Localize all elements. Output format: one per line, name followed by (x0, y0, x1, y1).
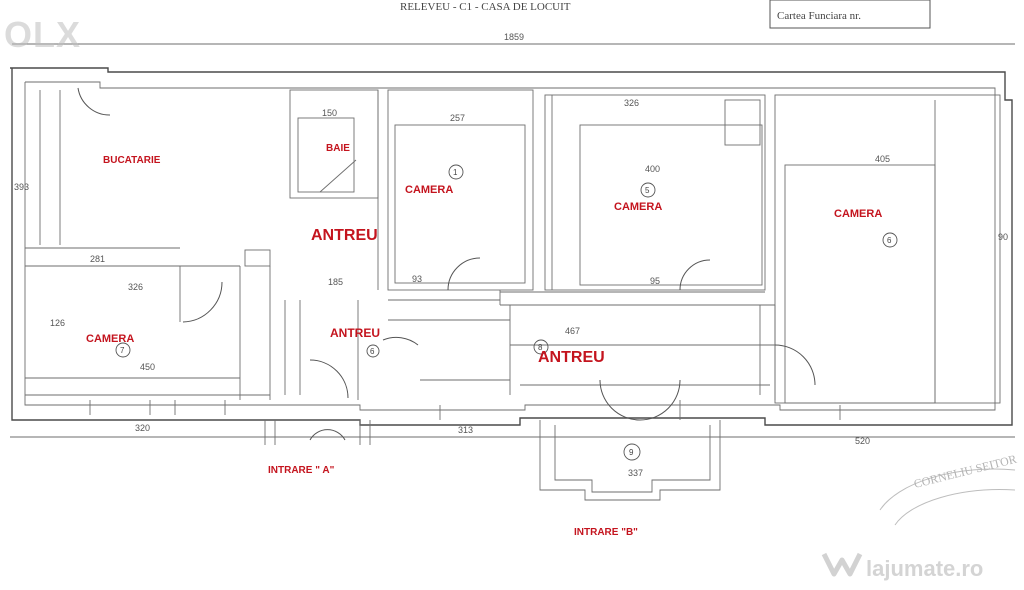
room-number-1: 1 (453, 168, 458, 177)
room-number-8: 8 (538, 343, 543, 352)
overall-dimension: 1859 (504, 32, 524, 42)
lajumate-logo-icon (821, 552, 863, 577)
room-label-camera-3: CAMERA (834, 208, 882, 220)
dim-room4-left: 126 (50, 318, 65, 328)
dim-room2-top: 326 (624, 98, 639, 108)
entrance-a-label: INTRARE " A" (268, 465, 335, 476)
room-marker-6 (882, 232, 898, 248)
plan-title: RELEVEU - C1 - CASA DE LOCUIT (400, 1, 571, 13)
dim-kitchen-bottom: 281 (90, 254, 105, 264)
dim-bottom-mid: 313 (458, 425, 473, 435)
door-swings (77, 87, 816, 441)
cadastre-box (769, 0, 931, 29)
dim-camera4-width: 450 (140, 362, 155, 372)
room-marker-hall-small (366, 344, 380, 358)
room-label-antreu-main: ANTREU (311, 227, 378, 244)
dim-bottom-right: 520 (855, 436, 870, 446)
room-label-antreu-center: ANTREU (538, 349, 605, 366)
room-number-markers: 1 5 6 7 8 6 9 (115, 164, 898, 461)
dim-kitchen-left: 393 (14, 182, 29, 192)
room-number-9: 9 (629, 448, 634, 457)
room-number-7: 7 (120, 346, 125, 355)
lajumate-watermark: lajumate.ro (866, 556, 984, 581)
dim-antreu-center: 467 (565, 326, 580, 336)
dim-room4-top: 326 (128, 282, 143, 292)
room-marker-5 (640, 182, 656, 198)
room-label-camera-2: CAMERA (614, 201, 662, 213)
cadastre-label: Cartea Funciara nr. (777, 10, 861, 22)
dim-room3-width: 405 (875, 154, 890, 164)
dim-right-side: 90 (998, 232, 1008, 242)
room-marker-1 (448, 164, 464, 180)
dim-antreu-left: 185 (328, 277, 343, 287)
room-label-camera-1: CAMERA (405, 184, 453, 196)
outer-walls (10, 67, 1013, 426)
room-number-hall-small: 6 (370, 347, 375, 356)
dim-entrance-b: 337 (628, 468, 643, 478)
surveyor-stamp: CORNELIU SEITOR (879, 452, 1018, 526)
room-number-5: 5 (645, 186, 650, 195)
dim-bottom-left: 320 (135, 423, 150, 433)
room-label-camera-4: CAMERA (86, 333, 134, 345)
room-label-kitchen: BUCATARIE (103, 155, 161, 166)
room-label-bath: BAIE (326, 143, 350, 154)
dim-room2-h: 95 (650, 276, 660, 286)
room-marker-9 (623, 443, 641, 461)
room-marker-8 (533, 339, 549, 355)
dimension-annotations: 393 150 257 326 400 405 320 520 337 450 … (14, 98, 1008, 478)
stamp-text: CORNELIU SEITOR (912, 452, 1018, 491)
dim-room1-h: 93 (412, 274, 422, 284)
interior-walls (10, 89, 1015, 501)
room-label-antreu-small: ANTREU (330, 326, 380, 340)
dim-room2-width: 400 (645, 164, 660, 174)
room-marker-7 (115, 342, 131, 358)
dim-room1-width: 257 (450, 113, 465, 123)
dim-bath-width: 150 (322, 108, 337, 118)
olx-watermark: OLX (4, 14, 82, 55)
entrance-b-label: INTRARE "B" (574, 527, 638, 538)
room-number-6: 6 (887, 236, 892, 245)
